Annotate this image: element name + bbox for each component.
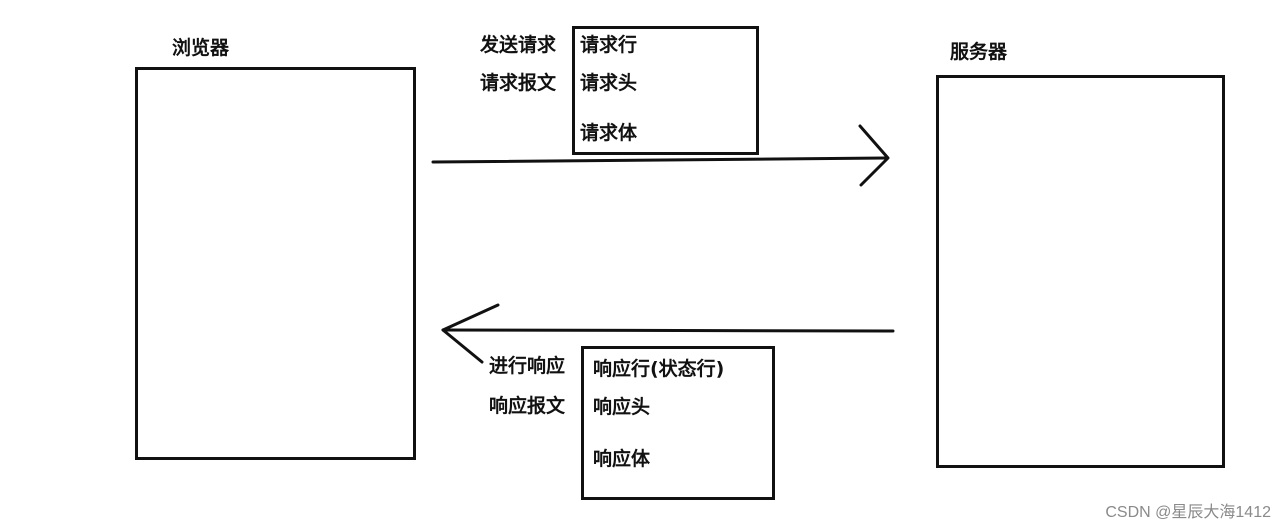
browser-box	[135, 67, 416, 460]
request-message-label: 请求报文	[480, 72, 557, 94]
csdn-watermark: CSDN @星辰大海1412	[1105, 504, 1271, 521]
response-message-box	[581, 346, 775, 500]
request-arrow	[431, 124, 890, 187]
request-header-label: 请求头	[580, 72, 638, 94]
response-header-label: 响应头	[593, 396, 651, 418]
request-body-label: 请求体	[580, 122, 638, 144]
response-arrow	[441, 303, 895, 364]
request-action-label: 发送请求	[480, 34, 557, 56]
request-line-label: 请求行	[580, 34, 638, 56]
response-action-label: 进行响应	[489, 355, 566, 377]
response-body-label: 响应体	[593, 448, 651, 470]
response-status-line-label: 响应行(状态行)	[593, 358, 725, 380]
server-box	[936, 75, 1225, 468]
request-message-box	[572, 26, 759, 155]
server-title: 服务器	[950, 41, 1008, 63]
response-message-label: 响应报文	[489, 395, 566, 417]
browser-title: 浏览器	[172, 37, 230, 59]
